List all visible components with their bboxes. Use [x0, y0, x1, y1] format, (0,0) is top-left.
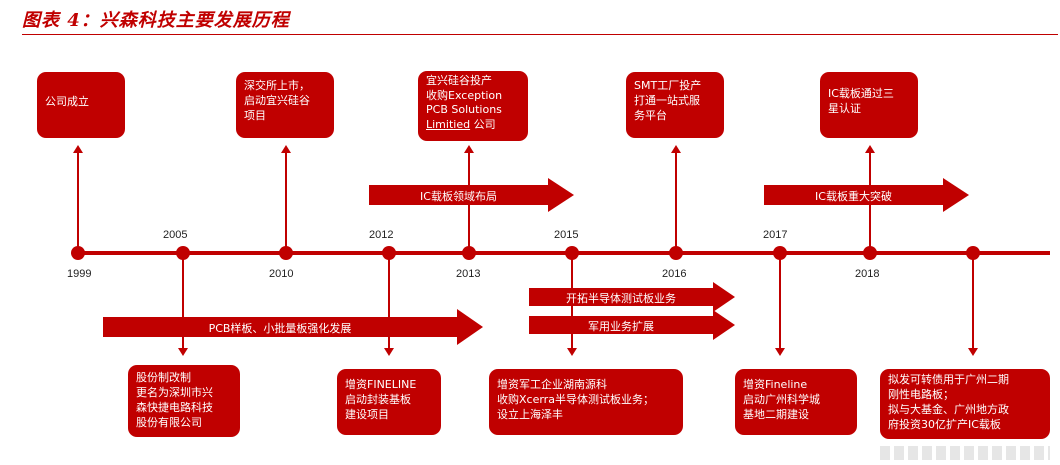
node-2012: [382, 246, 396, 260]
arrowhead-down: [178, 348, 188, 356]
event-box-2016: SMT工厂投产 打通一站式服 务平台: [626, 72, 724, 138]
event-box-2012: 增资FINELINE 启动封装基板 建设项目: [337, 369, 441, 435]
watermark: [880, 446, 1050, 460]
arrowhead-up: [464, 145, 474, 153]
connector-up: [285, 152, 287, 248]
node-2016: [669, 246, 683, 260]
connector-down: [972, 258, 974, 348]
arrow-ic-breakthrough: IC载板重大突破: [764, 178, 969, 212]
node-2010: [279, 246, 293, 260]
year-label: 1999: [67, 268, 92, 280]
node-2015: [565, 246, 579, 260]
arrow-label: IC载板重大突破: [815, 190, 892, 203]
node-1999: [71, 246, 85, 260]
node-2017: [773, 246, 787, 260]
event-box-2013-suffix: 公司: [470, 117, 496, 131]
arrowhead-down: [384, 348, 394, 356]
connector-down: [388, 258, 390, 348]
arrow-military: 军用业务扩展: [529, 310, 735, 340]
arrowhead-up: [281, 145, 291, 153]
event-box-2013-text: 宜兴硅谷投产 收购Exception PCB Solutions: [426, 74, 503, 116]
connector-down: [182, 258, 184, 348]
event-box-2015: 增资军工企业湖南源科 收购Xcerra半导体测试板业务； 设立上海泽丰: [489, 369, 683, 435]
arrow-label: IC载板领域布局: [420, 190, 497, 203]
connector-up: [77, 152, 79, 248]
arrowhead-up: [671, 145, 681, 153]
event-box-2005: 股份制改制 更名为深圳市兴 森快捷电路科技 股份有限公司: [128, 365, 240, 437]
arrowhead-down: [775, 348, 785, 356]
year-label: 2013: [456, 268, 481, 280]
title-rule: [22, 34, 1058, 35]
year-label: 2010: [269, 268, 294, 280]
event-box-2010: 深交所上市， 启动宜兴硅谷 项目: [236, 72, 334, 138]
timeline-axis: [72, 251, 1050, 255]
event-box-2017: 增资Fineline 启动广州科学城 基地二期建设: [735, 369, 857, 435]
figure-title: 图表 4：兴森科技主要发展历程: [22, 10, 290, 31]
year-label: 2012: [369, 229, 394, 241]
year-label: 2017: [763, 229, 788, 241]
underlined-word: Limitied: [426, 117, 471, 131]
node-2013: [462, 246, 476, 260]
node-2005: [176, 246, 190, 260]
year-label: 2018: [855, 268, 880, 280]
arrow-pcb: PCB样板、小批量板强化发展: [103, 309, 483, 345]
arrow-label: 开拓半导体测试板业务: [566, 292, 676, 305]
node-2019: [966, 246, 980, 260]
arrow-label: PCB样板、小批量板强化发展: [208, 322, 352, 335]
arrow-label: 军用业务扩展: [588, 320, 654, 333]
connector-down: [779, 258, 781, 348]
year-label: 2016: [662, 268, 687, 280]
event-box-2018: IC载板通过三 星认证: [820, 72, 918, 138]
connector-up: [675, 152, 677, 248]
arrow-ic-layout: IC载板领域布局: [369, 178, 574, 212]
arrowhead-down: [968, 348, 978, 356]
node-2018: [863, 246, 877, 260]
arrow-semi-test: 开拓半导体测试板业务: [529, 282, 735, 312]
arrowhead-up: [73, 145, 83, 153]
event-box-1999: 公司成立: [37, 72, 125, 138]
year-label: 2015: [554, 229, 579, 241]
event-box-2018-b: 拟发可转债用于广州二期 刚性电路板； 拟与大基金、广州地方政 府投资30亿扩产I…: [880, 369, 1050, 439]
year-label: 2005: [163, 229, 188, 241]
arrowhead-down: [567, 348, 577, 356]
arrowhead-up: [865, 145, 875, 153]
